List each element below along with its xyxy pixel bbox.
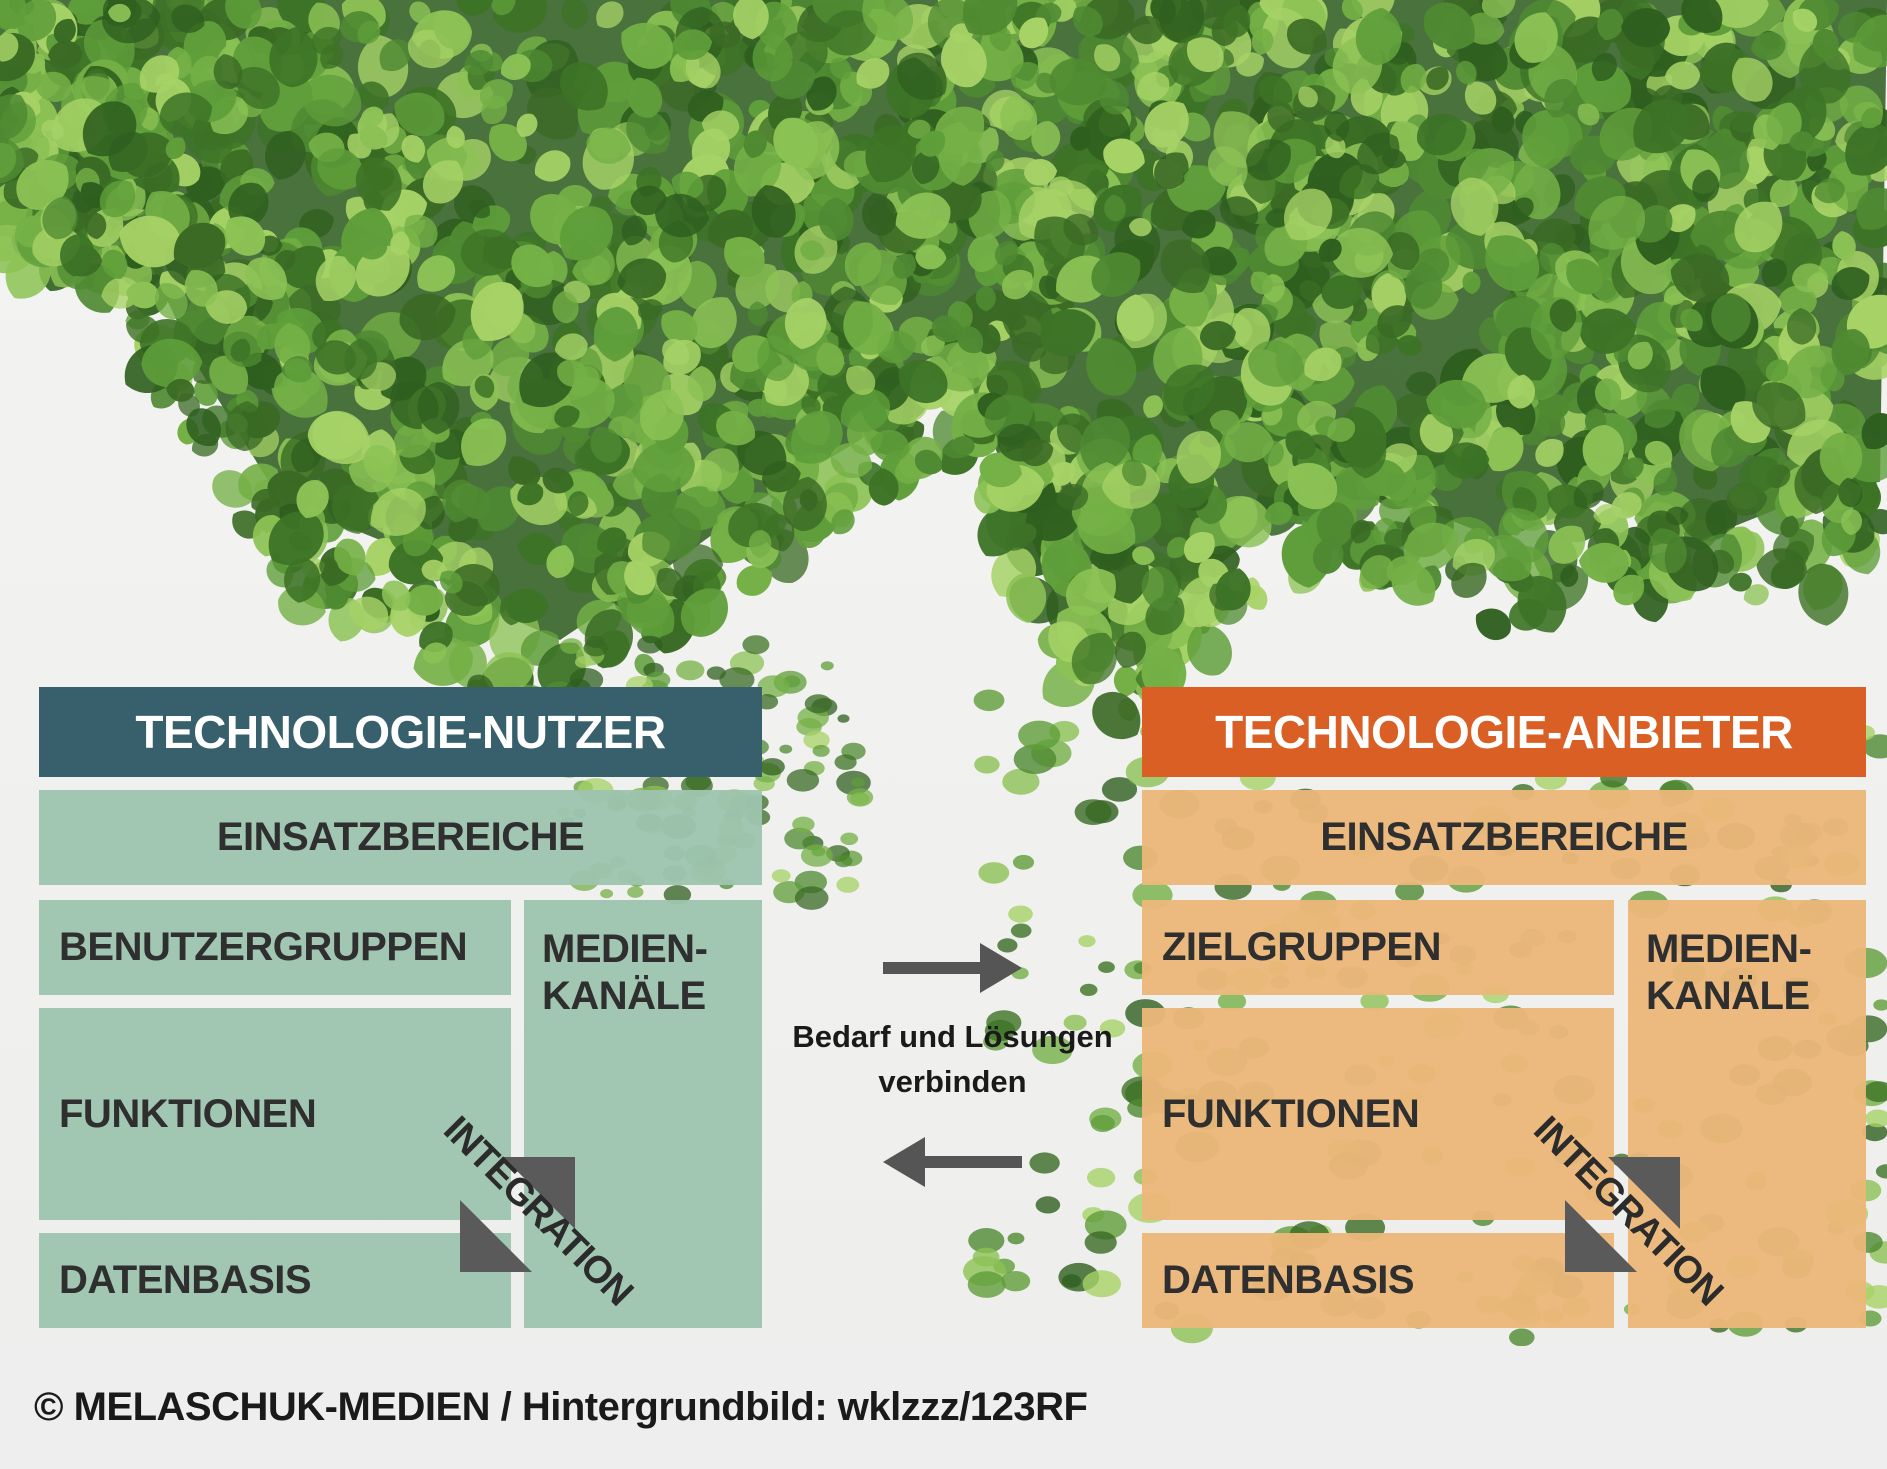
nutzer-einsatzbereiche-label: EINSATZBEREICHE [216,815,585,859]
nutzer-datenbasis-box: DATENBASIS [39,1233,511,1328]
nutzer-header: TECHNOLOGIE-NUTZER [39,687,762,777]
anbieter-header: TECHNOLOGIE-ANBIETER [1142,687,1866,777]
connection-label-line1: Bedarf und Lösungen [792,1019,1113,1054]
nutzer-medien-line1: MEDIEN- [542,927,708,971]
nutzer-integration-arrows-icon [460,1157,575,1272]
anbieter-funktionen-box: FUNKTIONEN [1142,1008,1614,1220]
arrow-right-icon [883,943,1022,993]
anbieter-datenbasis-box: DATENBASIS [1142,1233,1614,1328]
copyright-text: © MELASCHUK-MEDIEN / Hintergrundbild: wk… [34,1385,1088,1429]
nutzer-einsatzbereiche-box: EINSATZBEREICHE [39,790,762,885]
nutzer-gruppen-box: BENUTZERGRUPPEN [39,900,511,995]
connection-label-line2: verbinden [878,1063,1027,1099]
anbieter-gruppen-box: ZIELGRUPPEN [1142,900,1614,995]
anbieter-integration-arrows-icon [1565,1157,1680,1272]
anbieter-medien-line2: KANÄLE [1646,973,1810,1018]
anbieter-funktionen-label: FUNKTIONEN [1162,1091,1420,1136]
anbieter-gruppen-label: ZIELGRUPPEN [1162,925,1441,969]
nutzer-title: TECHNOLOGIE-NUTZER [135,706,666,758]
anbieter-medien-line1: MEDIEN- [1646,927,1812,971]
anbieter-datenbasis-label: DATENBASIS [1162,1258,1415,1302]
nutzer-medienkanaele-box: MEDIEN- KANÄLE [524,900,762,1328]
anbieter-title: TECHNOLOGIE-ANBIETER [1215,706,1793,758]
arrow-left-icon [883,1137,1022,1187]
nutzer-datenbasis-label: DATENBASIS [59,1258,312,1302]
nutzer-funktionen-label: FUNKTIONEN [59,1091,317,1136]
footer: © MELASCHUK-MEDIEN / Hintergrundbild: wk… [0,1346,1887,1469]
anbieter-einsatzbereiche-box: EINSATZBEREICHE [1142,790,1866,885]
anbieter-einsatzbereiche-label: EINSATZBEREICHE [1320,815,1688,859]
nutzer-gruppen-label: BENUTZERGRUPPEN [59,925,468,969]
anbieter-medienkanaele-box: MEDIEN- KANÄLE [1628,900,1866,1328]
connection-label: Bedarf und Lösungen verbinden [770,1015,1135,1105]
nutzer-funktionen-box: FUNKTIONEN [39,1008,511,1220]
nutzer-medien-line2: KANÄLE [542,973,706,1018]
